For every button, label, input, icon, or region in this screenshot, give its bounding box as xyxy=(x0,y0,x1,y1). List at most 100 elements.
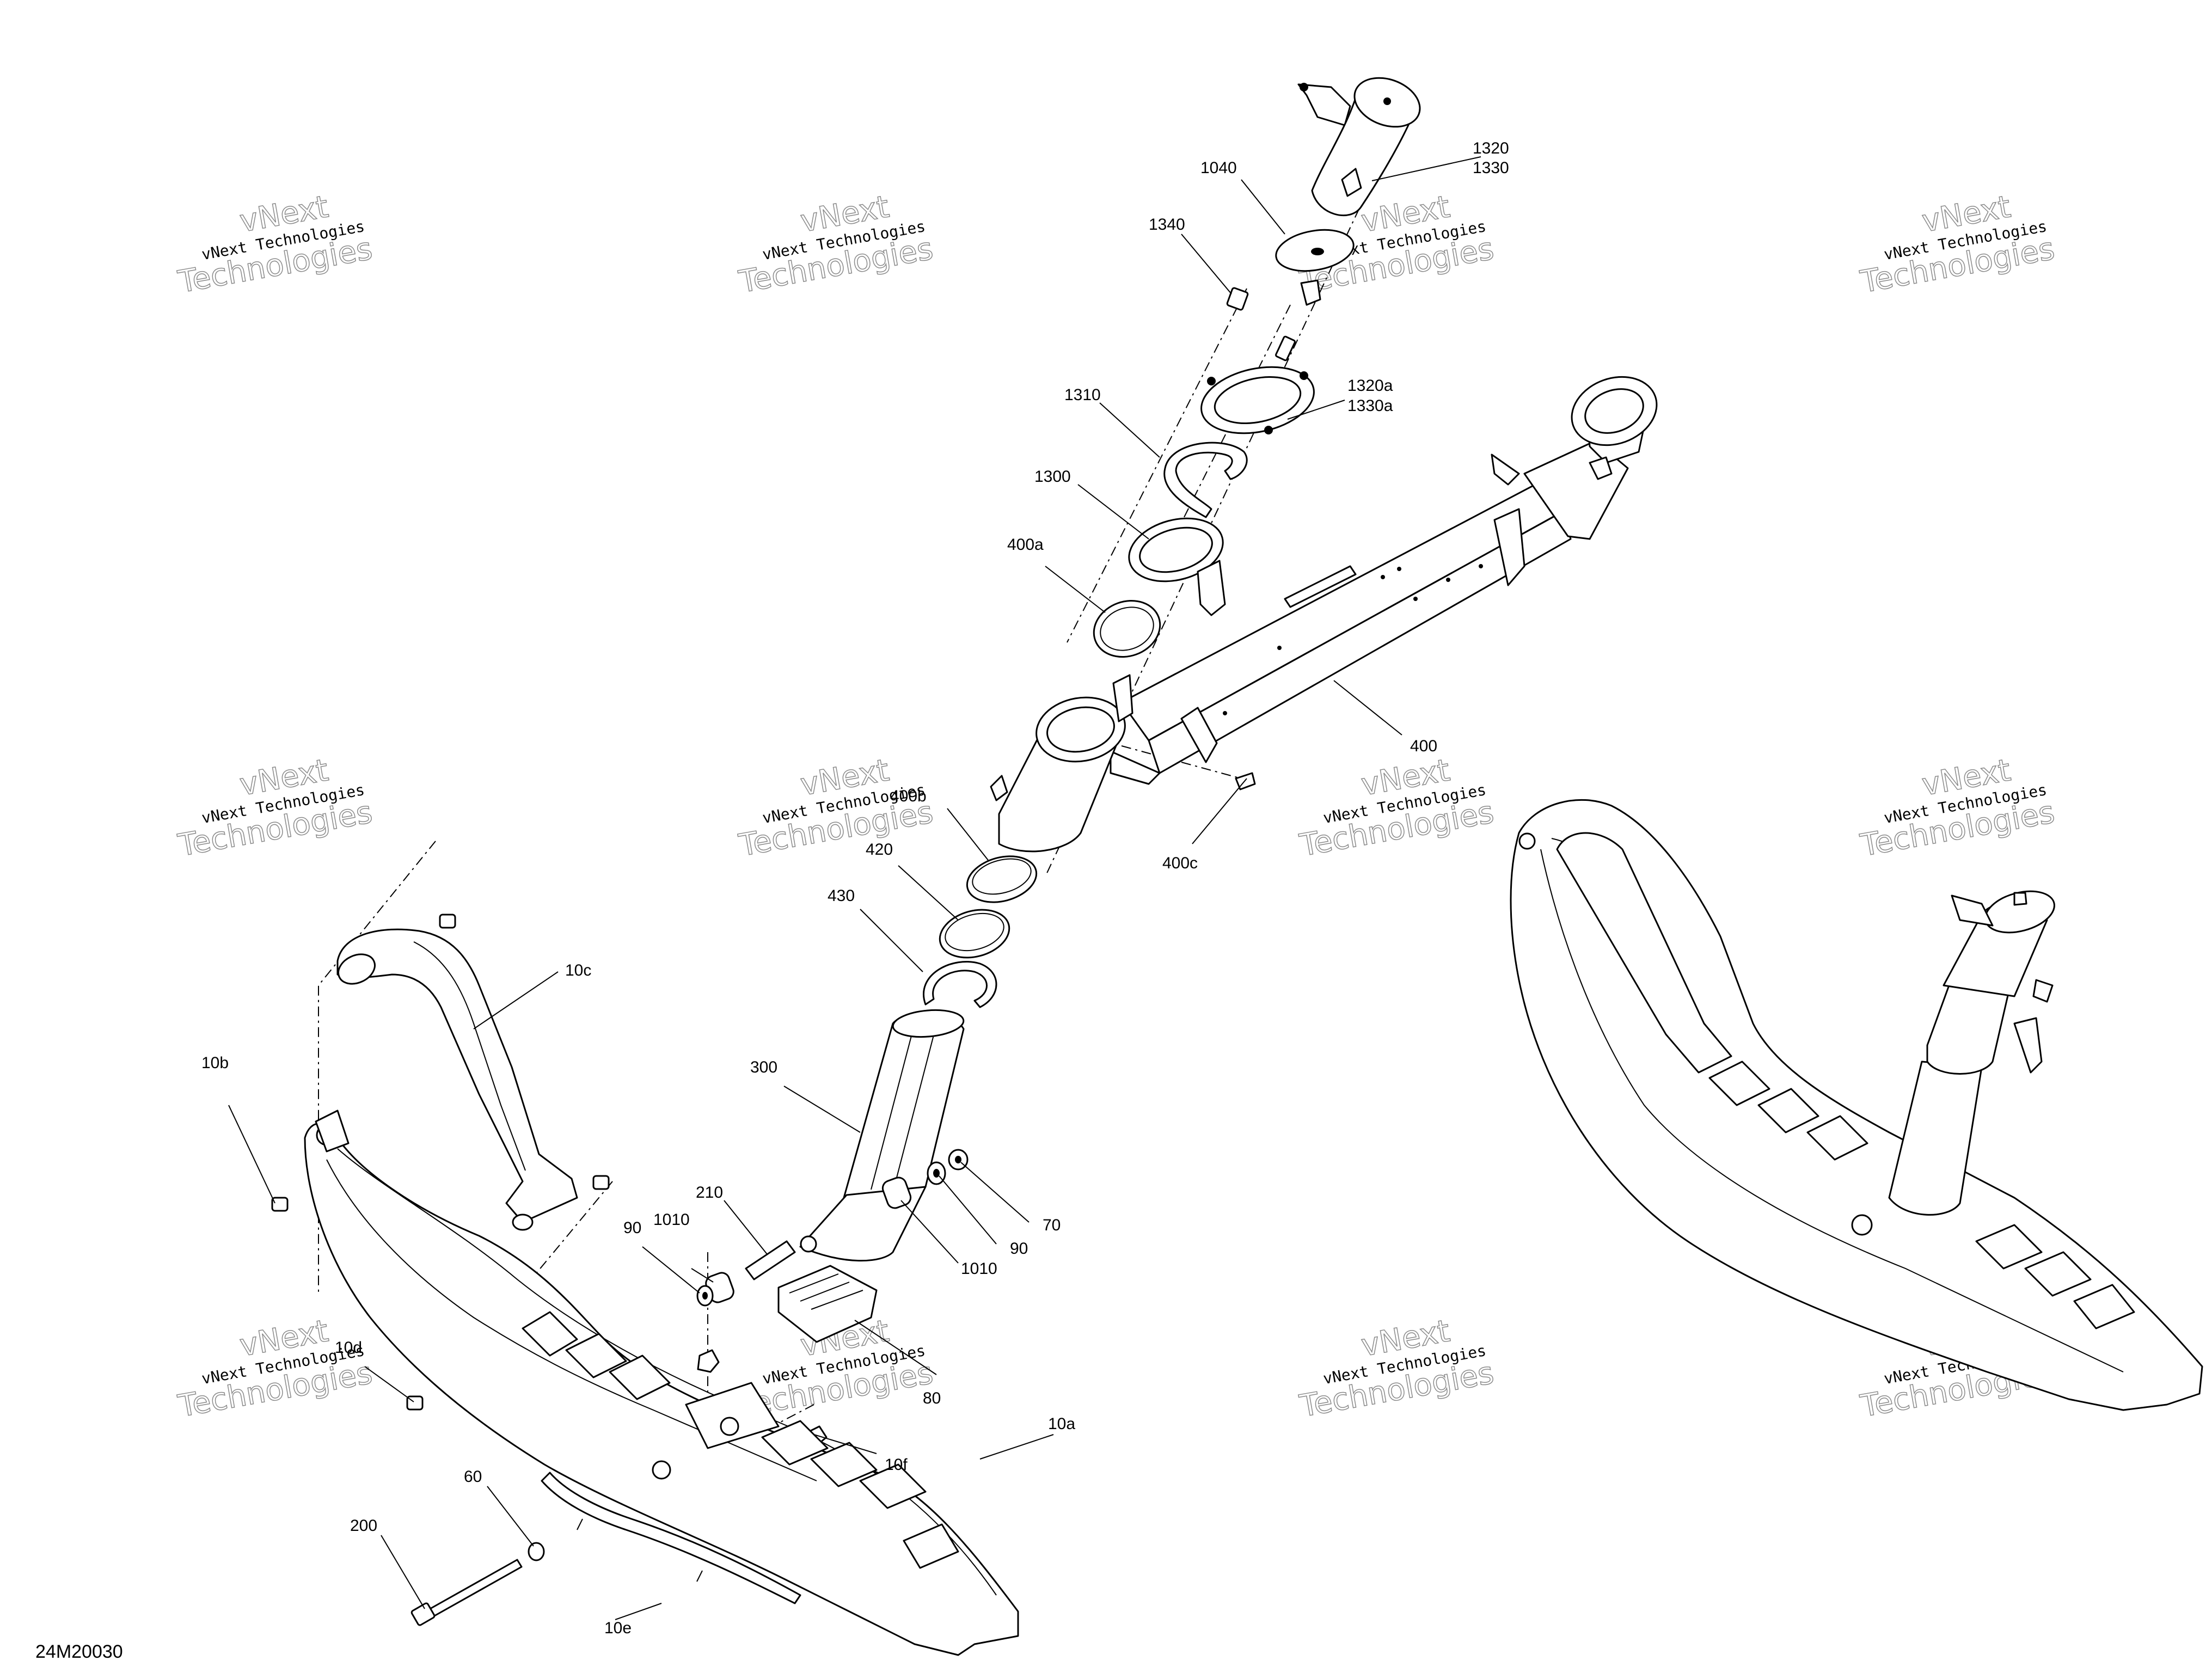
callout-90: 90 xyxy=(1010,1240,1028,1258)
shaft-tab xyxy=(1491,454,1520,486)
leader-line xyxy=(1099,402,1160,458)
ring-inner xyxy=(1100,606,1154,651)
bolt-shank xyxy=(429,1559,523,1617)
part-90-washer xyxy=(927,1161,946,1185)
assembled-cap-bracket xyxy=(1951,894,1994,927)
leader-line xyxy=(1371,156,1481,181)
part-10b-bolt xyxy=(439,914,456,929)
part-60-washer xyxy=(528,1542,545,1561)
leader-line xyxy=(724,1200,768,1255)
callout-1300: 1300 xyxy=(1034,468,1071,486)
cap-body xyxy=(1311,97,1417,217)
ring-outer xyxy=(939,909,1010,959)
assembled-ski-tip-hole xyxy=(1518,832,1536,850)
assembled-handle xyxy=(1556,832,1732,1074)
callout-400c: 400c xyxy=(1162,854,1198,872)
spindle-flat-line xyxy=(892,1024,937,1193)
callout-10d: 10d xyxy=(335,1339,362,1357)
callout-70: 70 xyxy=(1043,1216,1061,1234)
pin-axis-line xyxy=(1121,745,1242,779)
callout-1320a: 1320a xyxy=(1347,377,1393,395)
watermark: vNext vNext Technologies Technologies xyxy=(1857,752,2057,864)
ring-inner xyxy=(945,912,1004,952)
callout-10b: 10b xyxy=(201,1054,229,1072)
leader-line xyxy=(473,971,559,1029)
part-400c-bolt xyxy=(1235,772,1256,790)
part-1040-washer xyxy=(1275,229,1355,306)
part-10b-bolt xyxy=(271,1197,289,1212)
leader-line xyxy=(1192,778,1247,844)
leader-line xyxy=(1287,400,1345,420)
callout-400a: 400a xyxy=(1007,536,1044,554)
leader-line xyxy=(1333,680,1402,736)
callout-300: 300 xyxy=(750,1058,777,1076)
assembled-spindle-lower xyxy=(1888,1061,1983,1216)
assembled-ski-pocket xyxy=(1708,1061,1770,1106)
callout-1010: 1010 xyxy=(961,1260,997,1278)
clamp-hole xyxy=(1300,371,1308,380)
spindle-housing-gusset xyxy=(1112,674,1133,722)
part-1340-bolt xyxy=(1226,287,1296,361)
leader-lines xyxy=(228,156,1481,1620)
callout-1040: 1040 xyxy=(1200,159,1237,177)
ski-pocket xyxy=(903,1523,959,1569)
part-430-circlip xyxy=(923,961,997,1008)
ski-pocket xyxy=(609,1355,671,1400)
part-70-nut xyxy=(948,1149,969,1171)
left-ski-assembly xyxy=(271,914,1019,1656)
part-200-bolt xyxy=(410,1559,523,1626)
shaft-hole xyxy=(1479,564,1483,568)
callout-400b: 400b xyxy=(890,787,927,805)
watermark: vNext vNext Technologies Technologies xyxy=(736,189,936,301)
ski-pocket xyxy=(761,1420,829,1466)
shaft-lower-plate xyxy=(1110,750,1161,785)
ski-inner-edge xyxy=(326,1159,817,1481)
circlip-body xyxy=(923,961,997,1008)
assembled-ski-pocket xyxy=(1975,1224,2043,1270)
callout-1340: 1340 xyxy=(1149,216,1185,234)
assembled-ski-edge xyxy=(1540,849,2124,1372)
shaft-weld-strip xyxy=(1284,565,1357,608)
handle-edge xyxy=(413,941,526,1171)
shaft-hole xyxy=(1413,597,1418,601)
callout-10e: 10e xyxy=(604,1619,632,1637)
leader-line xyxy=(860,909,923,972)
part-10f-nut xyxy=(697,1349,720,1373)
spindle-housing-bore xyxy=(1046,706,1115,753)
leader-line xyxy=(939,1175,997,1245)
handle-eye xyxy=(512,1214,534,1231)
watermark: vNext vNext Technologies Technologies xyxy=(1296,1313,1497,1425)
callout-1010: 1010 xyxy=(653,1211,690,1229)
leader-line xyxy=(947,808,989,861)
assembled-ski-hole xyxy=(1851,1214,1873,1236)
callout-420: 420 xyxy=(866,841,893,859)
cap-top-hole xyxy=(1383,97,1391,105)
watermark: vNext vNext Technologies Technologies xyxy=(175,1313,375,1425)
watermark: vNext vNext Technologies Technologies xyxy=(175,752,375,864)
part-10a-ski xyxy=(304,1110,1019,1656)
cap-tab xyxy=(1341,168,1362,197)
assembled-ski-pocket xyxy=(1757,1088,1819,1133)
part-400b-ring xyxy=(966,855,1038,903)
clamp-hole xyxy=(1207,377,1216,385)
nut-axis-line xyxy=(751,1404,814,1438)
watermark: vNext vNext Technologies Technologies xyxy=(1296,752,1497,864)
bolt-axis-line xyxy=(1067,288,1247,643)
callout-400: 400 xyxy=(1410,737,1437,755)
leader-line xyxy=(979,1434,1054,1460)
washer-hole xyxy=(933,1169,940,1178)
part-1320-cap xyxy=(1297,77,1421,217)
callout-10a: 10a xyxy=(1048,1415,1075,1433)
part-10b-bolt xyxy=(592,1175,610,1190)
part-420-ring xyxy=(939,909,1010,959)
callout-1330a: 1330a xyxy=(1347,397,1393,415)
assembled-ski-pocket xyxy=(2073,1284,2135,1329)
spindle-housing-tab xyxy=(990,775,1008,801)
assembled-ski-view xyxy=(1510,799,2203,1411)
shaft-gusset xyxy=(1180,707,1218,763)
part-1320a-clamp xyxy=(1200,366,1315,434)
callout-80: 80 xyxy=(923,1389,941,1407)
spindle-flat-line xyxy=(871,1023,915,1190)
bolt-head xyxy=(1226,287,1249,311)
ski-pocket xyxy=(810,1442,878,1487)
